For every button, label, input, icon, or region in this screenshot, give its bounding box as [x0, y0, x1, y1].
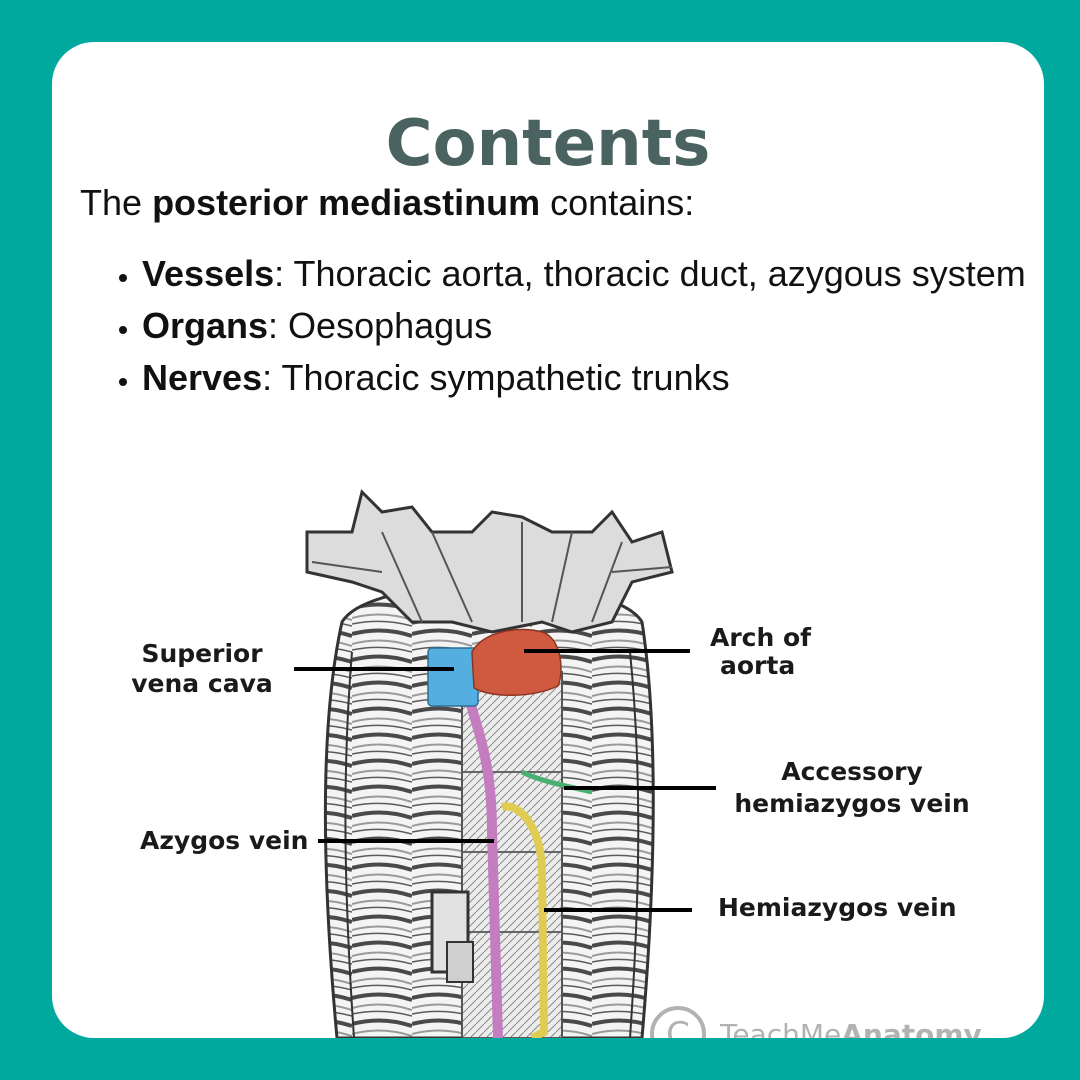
label-arch-of-aorta-line1: Arch of — [710, 623, 812, 652]
accessory-hemiazygos-vein-shape — [520, 769, 593, 795]
item-detail: : Thoracic sympathetic trunks — [262, 357, 730, 398]
list-item-vessels: Vessels: Thoracic aorta, thoracic duct, … — [142, 248, 1042, 300]
label-superior-vena-cava-line2: vena cava — [131, 669, 272, 698]
label-superior-vena-cava-line1: Superior — [141, 639, 263, 668]
watermark-text-bold: Anatomy — [841, 1018, 982, 1038]
intro-suffix: contains: — [550, 182, 695, 223]
copyright-icon — [650, 1006, 706, 1038]
item-detail: : Oesophagus — [268, 305, 493, 346]
item-term: Vessels — [142, 253, 275, 294]
item-detail: : Thoracic aorta, thoracic duct, azygous… — [274, 253, 1026, 294]
contents-list: Vessels: Thoracic aorta, thoracic duct, … — [82, 248, 1042, 404]
page-title: Contents — [385, 107, 711, 181]
rib-cage-illustration — [305, 489, 674, 1038]
item-term: Nerves — [142, 357, 263, 398]
label-hemiazygos-vein: Hemiazygos vein — [718, 893, 957, 922]
superior-vena-cava-shape — [427, 647, 479, 707]
label-accessory-hemiazygos-line2: hemiazygos vein — [734, 789, 969, 818]
copyright-symbol: C — [666, 1015, 690, 1038]
item-term: Organs — [142, 305, 269, 346]
teachmeanatomy-watermark: C TeachMeAnatomy — [650, 1006, 982, 1038]
azygos-vein-shape — [465, 700, 503, 1038]
list-item-nerves: Nerves: Thoracic sympathetic trunks — [142, 352, 1042, 404]
label-arch-of-aorta-line2: aorta — [720, 651, 795, 680]
watermark-text: TeachMeAnatomy — [719, 1018, 982, 1038]
watermark-text-light: TeachMe — [719, 1018, 841, 1038]
intro-emphasis: posterior mediastinum — [152, 182, 541, 223]
arch-of-aorta-shape — [471, 628, 562, 696]
mediastinum-diagram: Superior vena cava Arch of aorta Accesso… — [131, 489, 982, 1038]
intro-prefix: The — [80, 182, 143, 223]
intro-text: The posterior mediastinum contains: — [80, 182, 694, 224]
content-card: Contents The posterior mediastinum conta… — [52, 42, 1044, 1038]
hemiazygos-vein-shape — [501, 802, 549, 1038]
label-accessory-hemiazygos-line1: Accessory — [781, 757, 923, 786]
list-item-organs: Organs: Oesophagus — [142, 300, 1042, 352]
label-azygos-vein: Azygos vein — [140, 826, 308, 855]
